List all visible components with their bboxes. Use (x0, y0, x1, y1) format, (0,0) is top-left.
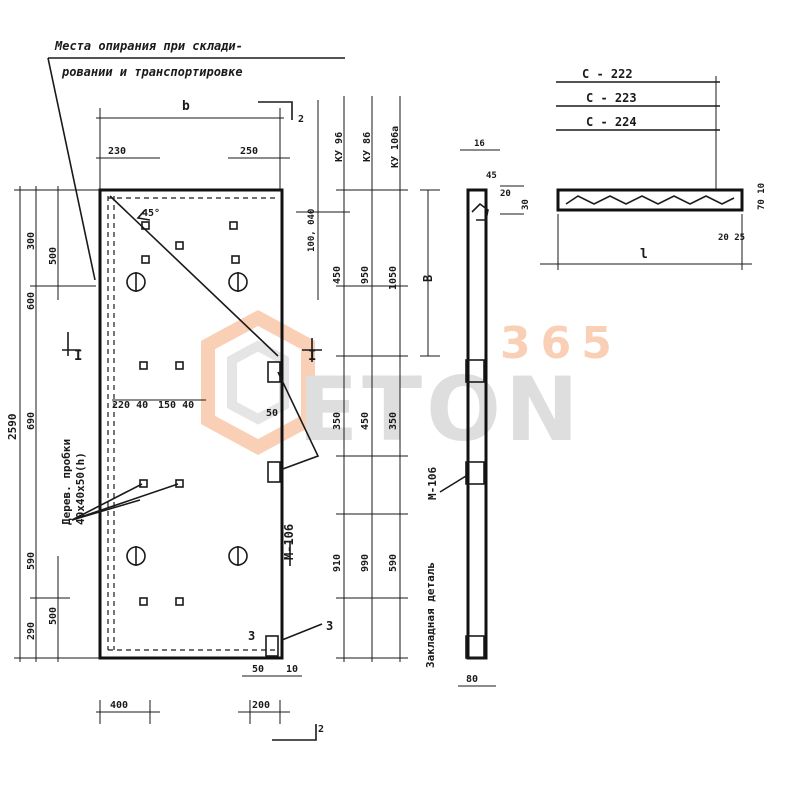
plan-dim-20-25: 20 25 (718, 233, 745, 243)
dim-950: 950 (360, 266, 371, 284)
wood-plug-note: Дерев. пробки 40х40х50(h) (60, 439, 179, 525)
dim-300: 300 (26, 232, 37, 250)
dim-400: 400 (110, 700, 128, 711)
plan-l: l (640, 247, 648, 262)
dim-B: В (421, 275, 435, 282)
mark-3-a: 3 (248, 629, 255, 643)
dim-230: 230 (108, 146, 126, 157)
mark-2-b: 2 (318, 724, 324, 735)
dim-150-40: 150 40 (158, 400, 194, 411)
dim-20: 20 (500, 189, 511, 199)
bottom-dimensions: 400 200 50 10 2 (96, 664, 324, 741)
embedded-part-label: Закладная деталь (424, 562, 437, 668)
callout-note: Места опирания при склади- ровании и тра… (47, 39, 345, 281)
callout-line-1: Места опирания при склади- (54, 39, 243, 53)
dim-590b: 590 (388, 554, 399, 572)
m106-leader (277, 371, 320, 471)
top-dimensions: b 230 250 2 (96, 99, 304, 190)
socket-circles (126, 272, 248, 566)
plan-profile (565, 195, 735, 205)
diagonal-lift-line (109, 195, 279, 357)
panel-elevation: 45° I I (60, 188, 333, 660)
watermark-logo-icon (201, 310, 315, 455)
elev-mark-top (258, 101, 293, 120)
dim-10: 10 (286, 664, 298, 675)
dim-450: 450 (332, 266, 343, 284)
angle-45: 45° (142, 208, 160, 219)
side-section: 16 45 30 20 Закладная деталь М-106 80 (424, 139, 531, 687)
wood-plug-note-line-1: Дерев. пробки (60, 439, 73, 525)
plan-dim-70-10: 70 10 (757, 183, 767, 210)
dim-2590: 2590 (6, 414, 19, 441)
embedded-plates (265, 361, 281, 657)
watermark-word: ETON (298, 358, 583, 461)
col-ku96: КУ 96 (334, 132, 345, 162)
dim-590: 590 (26, 552, 37, 570)
left-dimensions: 300 500 600 2590 690 590 500 290 (6, 186, 100, 662)
watermark: 365 ETON (201, 310, 622, 461)
dim-50b: 50 (252, 664, 264, 675)
dim-600: 600 (26, 292, 37, 310)
dim-990: 990 (360, 554, 371, 572)
dim-45: 45 (486, 171, 497, 181)
elev-mark-bottom (272, 724, 317, 741)
embedded-part-code: М-106 (426, 467, 439, 500)
dim-350b: 350 (388, 412, 399, 430)
dim-500-left: 500 (48, 247, 59, 265)
col-ku106a: КУ 106а (390, 126, 401, 168)
series-c224: С - 224 (586, 115, 637, 129)
mark-I-left: I (74, 348, 82, 364)
callout-line-2: ровании и транспортировке (61, 65, 243, 79)
dim-450b: 450 (360, 412, 371, 430)
dim-100-40: 100, 040 (307, 209, 317, 252)
plan-section: С - 222 С - 223 С - 224 l 20 25 70 10 (540, 67, 767, 270)
dim-690: 690 (26, 412, 37, 430)
wood-plugs (139, 221, 240, 606)
col-ku86: КУ 86 (362, 132, 373, 162)
dim-290: 290 (26, 622, 37, 640)
wood-plug-note-line-2: 40х40х50(h) (74, 452, 87, 525)
mark-2-a: 2 (298, 114, 304, 125)
section-plate-1 (465, 359, 485, 383)
watermark-number: 365 (500, 318, 622, 369)
mark-3-b: 3 (326, 619, 333, 633)
dim-500-low: 500 (48, 607, 59, 625)
dim-220-40: 220 40 (112, 400, 148, 411)
dim-910: 910 (332, 554, 343, 572)
angle-arc (136, 209, 151, 221)
panel-outline (98, 188, 284, 660)
dim-16: 16 (474, 139, 485, 149)
dim-250: 250 (240, 146, 258, 157)
variant-dimensions: КУ 96 КУ 86 КУ 106а 100, 040 450 950 105… (296, 96, 440, 662)
dim-30: 30 (521, 199, 531, 210)
dim-200: 200 (252, 700, 270, 711)
callout-leader (47, 57, 96, 281)
dim-50: 50 (266, 408, 278, 419)
section-plate-3 (465, 635, 485, 659)
m106-label: М-106 (282, 524, 296, 560)
dim-80: 80 (466, 674, 478, 685)
dim-350a: 350 (332, 412, 343, 430)
plan-outline (556, 188, 744, 212)
dim-b-top: b (182, 99, 190, 114)
section-groove (471, 202, 489, 221)
dim-1050: 1050 (388, 266, 399, 290)
series-c222: С - 222 (582, 67, 633, 81)
series-c223: С - 223 (586, 91, 637, 105)
section-plate-2 (465, 461, 485, 485)
